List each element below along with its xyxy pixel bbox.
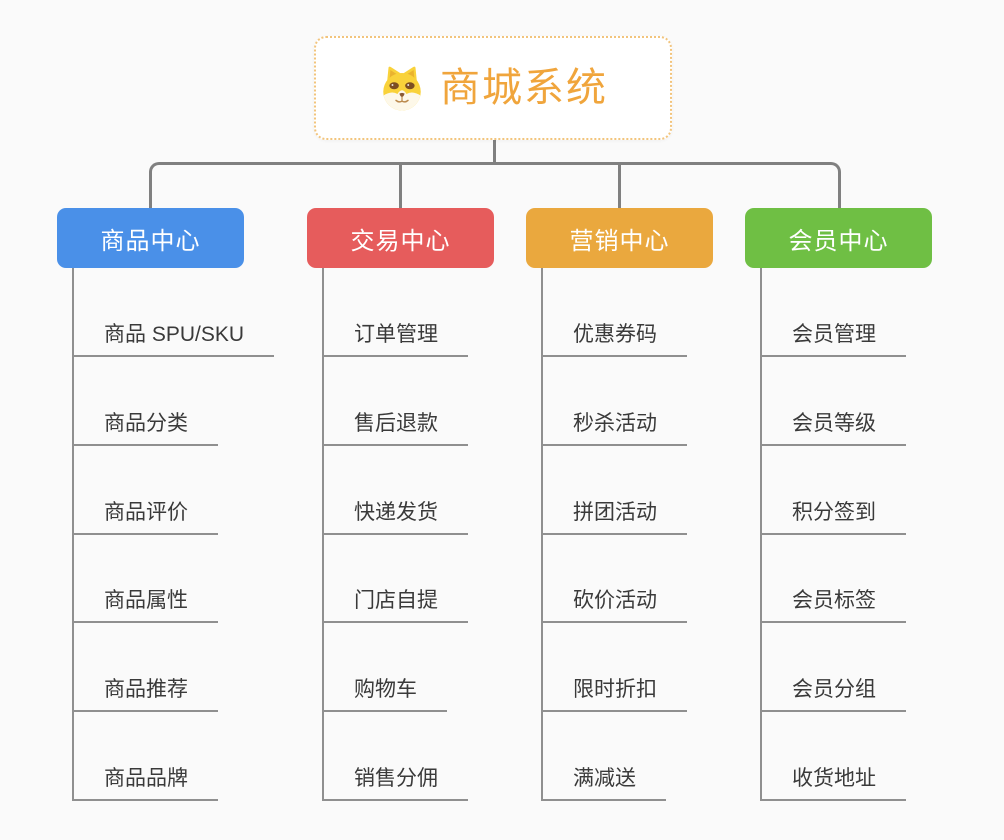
leaf-node[interactable]: 优惠券码 — [541, 313, 687, 357]
connector-bus-line — [149, 162, 841, 208]
leaf-label: 售后退款 — [354, 412, 438, 435]
leaf-label: 商品推荐 — [104, 678, 188, 701]
leaf-label: 积分签到 — [792, 501, 876, 524]
leaf-node[interactable]: 订单管理 — [322, 313, 468, 357]
leaf-label: 商品品牌 — [104, 767, 188, 790]
leaf-node[interactable]: 拼团活动 — [541, 491, 687, 535]
leaf-node[interactable]: 售后退款 — [322, 402, 468, 446]
leaf-label: 秒杀活动 — [573, 412, 657, 435]
leaf-label: 商品 SPU/SKU — [104, 323, 245, 346]
leaf-node[interactable]: 会员分组 — [760, 668, 906, 712]
root-node[interactable]: 商城系统 — [314, 36, 672, 140]
leaf-node[interactable]: 秒杀活动 — [541, 402, 687, 446]
leaf-node[interactable]: 商品评价 — [72, 491, 218, 535]
leaf-label: 购物车 — [354, 678, 417, 701]
branch-node-2[interactable]: 交易中心 — [307, 208, 494, 268]
leaf-node[interactable]: 商品 SPU/SKU — [72, 313, 275, 357]
leaf-node[interactable]: 满减送 — [541, 757, 666, 801]
leaf-node[interactable]: 商品属性 — [72, 579, 218, 623]
leaf-node[interactable]: 积分签到 — [760, 491, 906, 535]
leaf-label: 商品评价 — [104, 501, 188, 524]
leaf-node[interactable]: 快递发货 — [322, 491, 468, 535]
leaf-node[interactable]: 收货地址 — [760, 757, 906, 801]
leaf-label: 快递发货 — [354, 501, 438, 524]
dog-face-icon — [383, 66, 421, 111]
branch-label: 交易中心 — [350, 227, 451, 255]
leaf-label: 限时折扣 — [573, 678, 657, 701]
leaf-node[interactable]: 销售分佣 — [322, 757, 468, 801]
leaf-label: 订单管理 — [354, 323, 438, 346]
leaf-node[interactable]: 会员等级 — [760, 402, 906, 446]
leaf-node[interactable]: 限时折扣 — [541, 668, 687, 712]
leaf-node[interactable]: 门店自提 — [322, 579, 468, 623]
leaf-label: 收货地址 — [792, 767, 876, 790]
leaf-node[interactable]: 会员管理 — [760, 313, 906, 357]
leaf-label: 会员分组 — [792, 678, 876, 701]
branch-label: 商品中心 — [100, 227, 201, 255]
leaf-label: 优惠券码 — [573, 323, 657, 346]
root-title: 商城系统 — [440, 66, 608, 110]
leaf-label: 会员等级 — [792, 412, 876, 435]
connector-root-stub — [493, 139, 496, 163]
leaf-label: 满减送 — [573, 767, 636, 790]
leaf-label: 门店自提 — [354, 589, 438, 612]
leaf-node[interactable]: 会员标签 — [760, 579, 906, 623]
leaf-node[interactable]: 商品品牌 — [72, 757, 218, 801]
connector-branch3-stub — [618, 164, 621, 208]
leaf-node[interactable]: 砍价活动 — [541, 579, 687, 623]
leaf-node[interactable]: 商品分类 — [72, 402, 218, 446]
leaf-label: 商品分类 — [104, 412, 188, 435]
leaf-label: 砍价活动 — [573, 589, 657, 612]
branch-label: 会员中心 — [788, 227, 889, 255]
connector-branch2-stub — [399, 164, 402, 208]
branch-label: 营销中心 — [569, 227, 670, 255]
leaf-label: 会员标签 — [792, 589, 876, 612]
branch-node-1[interactable]: 商品中心 — [57, 208, 244, 268]
leaf-label: 会员管理 — [792, 323, 876, 346]
branch-node-4[interactable]: 会员中心 — [745, 208, 932, 268]
branch-node-3[interactable]: 营销中心 — [526, 208, 713, 268]
leaf-label: 商品属性 — [104, 589, 188, 612]
leaf-label: 销售分佣 — [354, 767, 438, 790]
leaf-label: 拼团活动 — [573, 501, 657, 524]
leaf-node[interactable]: 商品推荐 — [72, 668, 218, 712]
leaf-node[interactable]: 购物车 — [322, 668, 447, 712]
